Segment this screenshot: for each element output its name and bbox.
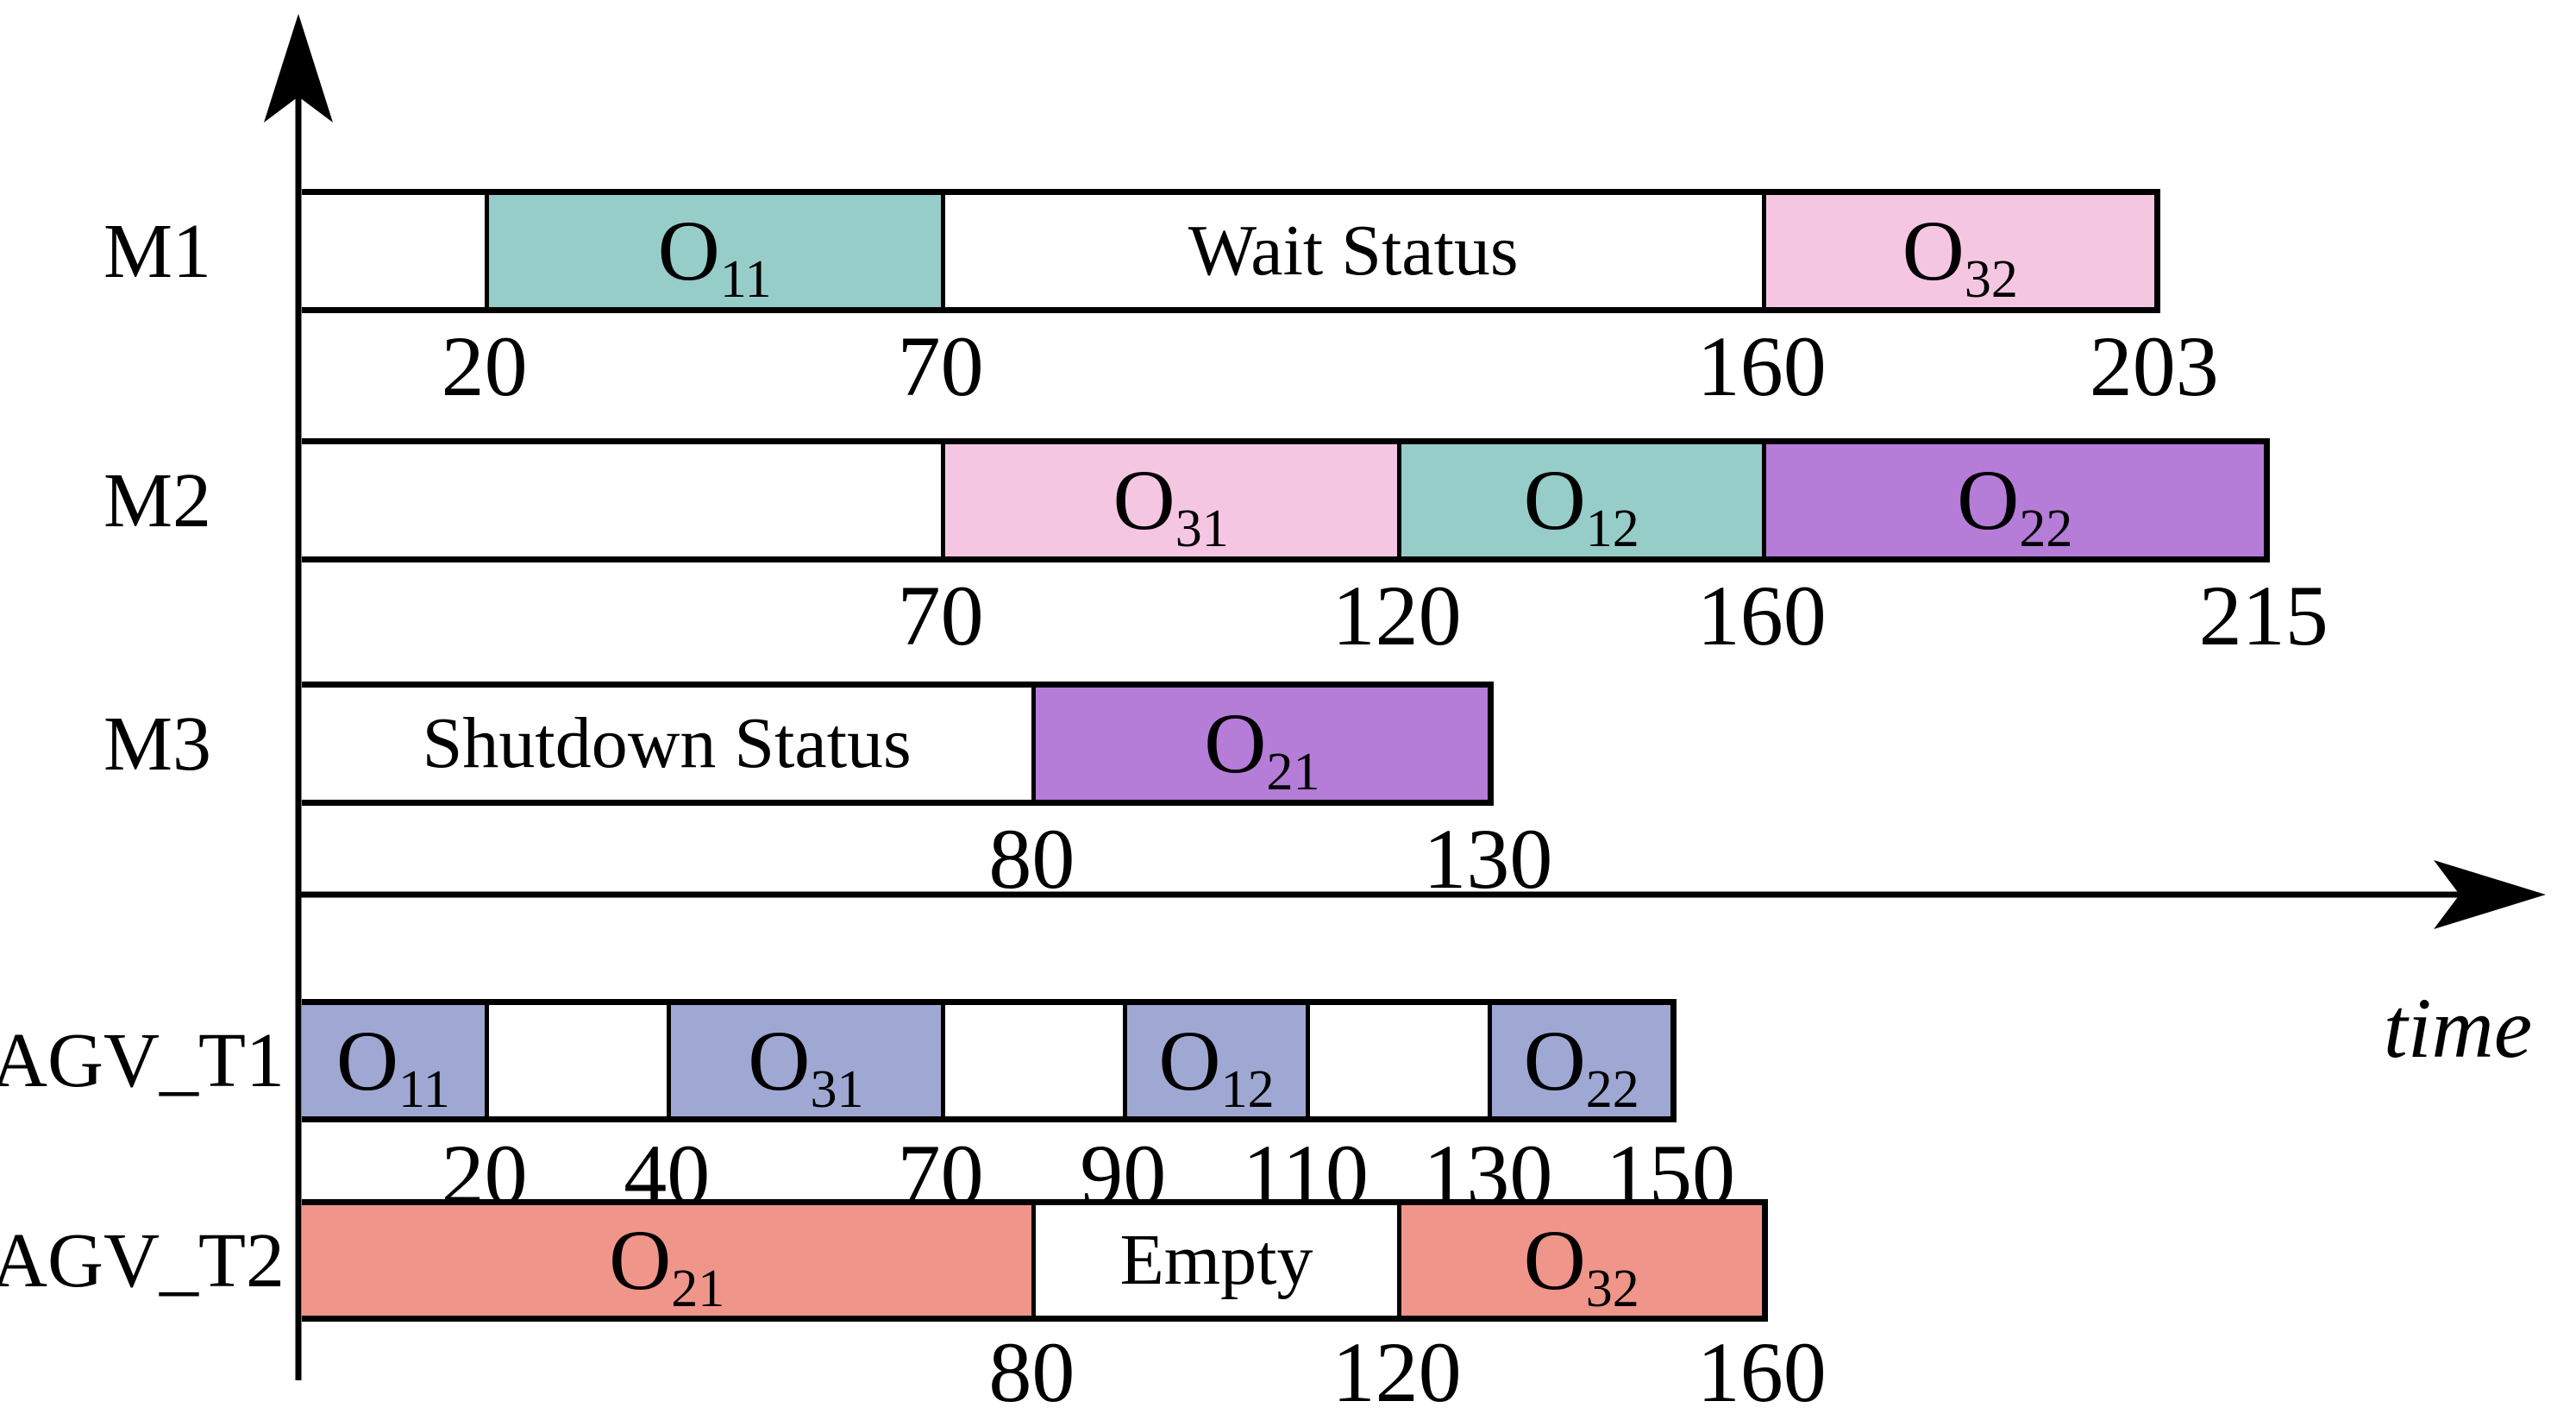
operation-label: O21 [1204, 695, 1320, 801]
tick-M2-215: 215 [2198, 568, 2328, 663]
tick-M1-203: 203 [2089, 318, 2219, 414]
operation-subscript: 11 [719, 249, 772, 309]
row-bar-M1: O11 Wait Status O32 [302, 189, 2160, 313]
row-bar-AGV_T1: O11 O31 O12 O22 [302, 999, 1677, 1122]
tick-AGV_T1-150: 150 [1606, 1127, 1735, 1222]
operation-label: O32 [1523, 1212, 1639, 1318]
tick-M3-80: 80 [988, 811, 1075, 907]
tick-AGV_T2-120: 120 [1332, 1324, 1462, 1420]
operation-subscript: 21 [671, 1259, 725, 1318]
tick-M2-120: 120 [1332, 568, 1462, 663]
operation-subscript: 22 [1585, 1059, 1639, 1119]
row-bar-AGV_T2: O21 Empty O32 [302, 1199, 1768, 1322]
segment-O31: O31 [667, 1005, 941, 1119]
tick-AGV_T2-160: 160 [1696, 1324, 1827, 1420]
row-label-AGV_T1: AGV_T1 [0, 1018, 285, 1103]
row-label-M3: M3 [103, 701, 211, 787]
row-label-M1: M1 [103, 208, 211, 294]
tick-M3-130: 130 [1423, 811, 1553, 907]
segment-idle [1305, 1005, 1489, 1116]
tick-AGV_T1-40: 40 [624, 1127, 711, 1222]
operation-label: O12 [1523, 452, 1639, 558]
operation-subscript: 21 [1266, 742, 1320, 801]
segment-idle [302, 444, 941, 556]
row-label-AGV_T2: AGV_T2 [0, 1217, 285, 1304]
tick-AGV_T1-70: 70 [897, 1127, 984, 1222]
operation-subscript: 31 [810, 1059, 864, 1119]
tick-M1-160: 160 [1696, 318, 1827, 414]
segment-idle [484, 1005, 668, 1116]
segment-idle [302, 195, 485, 307]
operation-label: O32 [1902, 203, 2018, 309]
tick-AGV_T1-20: 20 [441, 1127, 528, 1222]
segment-O12: O12 [1396, 444, 1762, 558]
row-bar-M3: Shutdown Status O21 [302, 682, 1495, 806]
row-bar-M2: O31 O12 O22 [302, 438, 2270, 562]
row-label-M2: M2 [103, 457, 211, 543]
segment-O21: O21 [1031, 688, 1489, 801]
operation-label: O22 [1523, 1012, 1639, 1119]
tick-AGV_T1-110: 110 [1242, 1127, 1369, 1222]
segment-idle [940, 1005, 1124, 1116]
status-label: Shutdown Status [422, 703, 912, 783]
tick-M2-70: 70 [897, 568, 984, 663]
operation-subscript: 32 [1964, 249, 2018, 309]
tick-M1-20: 20 [441, 318, 528, 414]
time-axis-label: time [2383, 980, 2533, 1076]
segment-O22: O22 [1488, 1005, 1670, 1116]
segment-O32: O32 [1761, 195, 2154, 309]
segment-O22: O22 [1761, 444, 2264, 558]
operation-subscript: 12 [1585, 499, 1639, 558]
status-label: Wait Status [1188, 210, 1519, 291]
value-axis-arrowhead [264, 14, 333, 123]
segment-O12: O12 [1123, 1005, 1306, 1116]
segment-wait-status: Wait Status [940, 195, 1762, 307]
operation-subscript: 32 [1585, 1259, 1639, 1318]
segment-O11: O11 [484, 195, 941, 309]
segment-O32: O32 [1396, 1205, 1762, 1318]
operation-label: O21 [609, 1212, 725, 1318]
operation-label: O22 [1957, 452, 2073, 558]
operation-label: O11 [335, 1012, 450, 1119]
operation-subscript: 22 [2019, 499, 2073, 558]
tick-M2-160: 160 [1696, 568, 1827, 663]
operation-subscript: 31 [1175, 499, 1229, 558]
operation-label: O11 [657, 203, 772, 309]
segment-shutdown-status: Shutdown Status [302, 688, 1032, 800]
segment-O31: O31 [940, 444, 1397, 558]
tick-AGV_T1-130: 130 [1423, 1127, 1553, 1222]
operation-subscript: 12 [1220, 1059, 1275, 1119]
time-axis-arrowhead [2434, 860, 2546, 929]
segment-O21: O21 [302, 1205, 1032, 1318]
status-label: Empty [1119, 1220, 1313, 1300]
tick-AGV_T1-90: 90 [1080, 1127, 1167, 1222]
segment-empty: Empty [1031, 1205, 1397, 1316]
segment-O11: O11 [302, 1005, 485, 1116]
operation-subscript: 11 [398, 1059, 450, 1119]
tick-AGV_T2-80: 80 [988, 1324, 1075, 1420]
operation-label: O31 [1113, 452, 1229, 558]
tick-M1-70: 70 [897, 318, 984, 414]
operation-label: O12 [1158, 1012, 1275, 1119]
operation-label: O31 [748, 1012, 864, 1119]
